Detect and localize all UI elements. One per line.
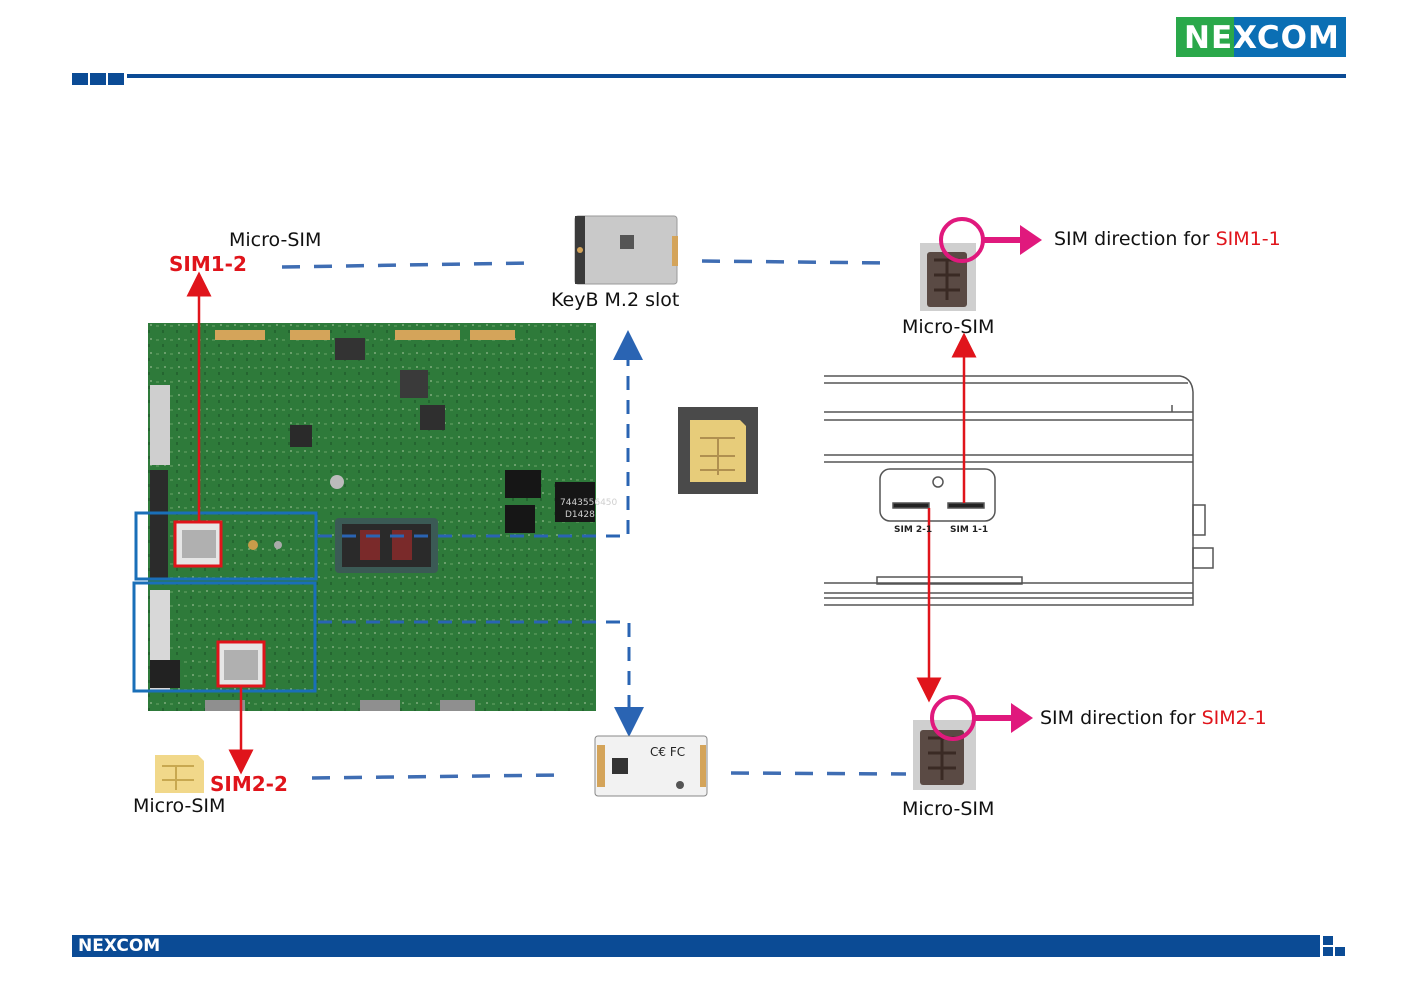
label-keyb-m2-slot: KeyB M.2 slot (551, 289, 679, 311)
label-micro-sim-top-right: Micro-SIM (902, 316, 994, 338)
svg-text:C€ FC: C€ FC (650, 745, 685, 759)
mini-pcie-module: C€ FC (595, 736, 707, 796)
label-sim2-2: SIM2-2 (210, 772, 288, 796)
footer-square-3 (1335, 947, 1345, 956)
label-micro-sim-bottom-left: Micro-SIM (133, 795, 225, 817)
chassis-drawing (824, 376, 1213, 605)
svg-text:D1428: D1428 (565, 510, 595, 520)
dash-sim1-2-to-keyb (282, 263, 530, 267)
dash-keyb-to-sim1-1 (702, 261, 890, 263)
footer-square-1 (1323, 936, 1333, 945)
dash-sim2-2-to-minipcie (312, 775, 560, 778)
label-sim-direction-prefix-1: SIM direction for (1054, 228, 1216, 250)
label-sim1-1: SIM1-1 (1216, 228, 1281, 250)
dash-minipcie-to-sim2-1 (731, 773, 906, 774)
label-sim-direction-sim1-1: SIM direction for SIM1-1 (1054, 228, 1281, 250)
chassis-slot-label-sim2-1: SIM 2-1 (894, 525, 932, 535)
sim-card-small-icon (155, 755, 204, 793)
label-sim-direction-sim2-1: SIM direction for SIM2-1 (1040, 707, 1267, 729)
chassis-slot-label-sim1-1: SIM 1-1 (950, 525, 988, 535)
label-micro-sim-top-left: Micro-SIM (229, 229, 321, 251)
footer-logo: NEXCOM (78, 936, 160, 956)
footer-bar: NEXCOM (72, 935, 1320, 957)
label-sim2-1: SIM2-1 (1202, 707, 1267, 729)
micro-sim-bottom-right-icon (913, 720, 976, 790)
label-sim1-2: SIM1-2 (169, 252, 247, 276)
label-micro-sim-bottom-right: Micro-SIM (902, 798, 994, 820)
label-sim-direction-prefix-2: SIM direction for (1040, 707, 1202, 729)
footer-square-2 (1323, 947, 1333, 956)
sim-card-illustration (678, 407, 758, 494)
m2-keyb-module (575, 216, 678, 284)
svg-text:7443556450: 7443556450 (560, 498, 618, 508)
